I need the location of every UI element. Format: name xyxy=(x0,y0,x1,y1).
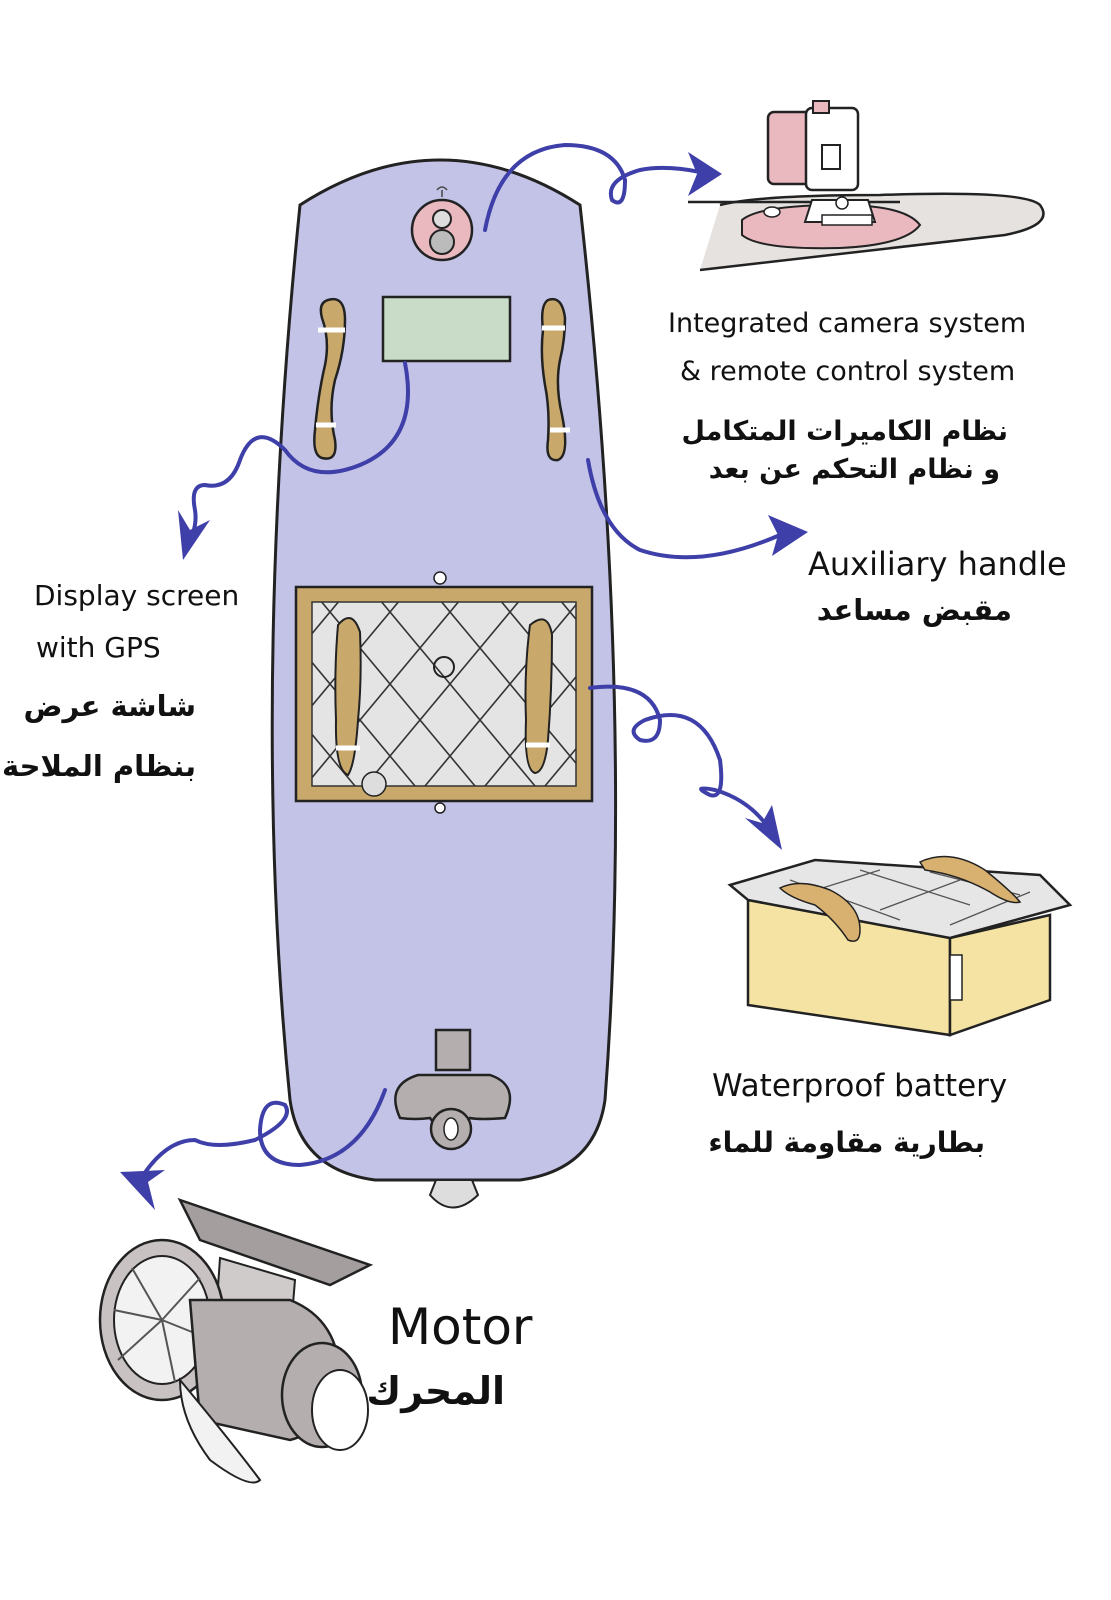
display-label-en-2: with GPS xyxy=(36,631,161,664)
camera-detail-illustration xyxy=(688,101,1043,270)
camera-label-ar-1: نظام الكاميرات المتكامل xyxy=(682,416,1009,447)
board-battery-compartment xyxy=(296,572,592,813)
display-label-en-1: Display screen xyxy=(34,579,239,612)
battery-detail-illustration xyxy=(730,857,1070,1035)
motor-label-ar: المحرك xyxy=(366,1369,505,1413)
camera-label-en-1: Integrated camera system xyxy=(668,308,1026,339)
battery-label-en: Waterproof battery xyxy=(712,1068,1007,1104)
board-display-screen xyxy=(383,297,510,361)
display-label-ar-2: بنظام الملاحة xyxy=(2,749,196,783)
handle-label-ar: مقبض مساعد xyxy=(817,593,1012,627)
motor-detail-illustration xyxy=(100,1200,370,1483)
handle-label-en: Auxiliary handle xyxy=(808,545,1067,583)
motor-label-en: Motor xyxy=(388,1298,533,1356)
camera-label-en-2: & remote control system xyxy=(680,356,1015,387)
camera-label-ar-2: و نظام التحكم عن بعد xyxy=(709,454,1000,485)
battery-label-ar: بطارية مقاومة للماء xyxy=(708,1126,985,1159)
display-label-ar-1: شاشة عرض xyxy=(24,689,196,723)
